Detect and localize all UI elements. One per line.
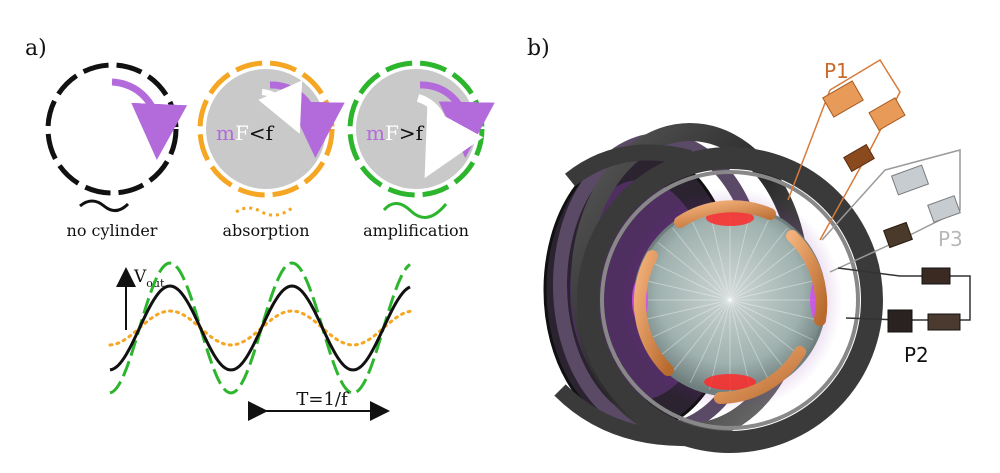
field-line xyxy=(657,299,731,358)
p3-component xyxy=(927,195,961,223)
field-line xyxy=(709,299,731,390)
probe-label-p2: P2 xyxy=(904,343,929,367)
bottom-lobe xyxy=(554,384,691,447)
green-wave-icon xyxy=(382,202,448,219)
p3-wire xyxy=(821,149,961,273)
p2-component xyxy=(887,309,913,333)
p3-component xyxy=(890,164,930,196)
copper-coils xyxy=(633,200,828,404)
field-line xyxy=(729,227,788,301)
copper-coil-left xyxy=(633,250,674,376)
field-line xyxy=(672,227,731,301)
front-outer-ring xyxy=(577,147,883,453)
purple-rotation-arrow-icon xyxy=(111,78,188,160)
field-line xyxy=(729,210,751,301)
field-line xyxy=(729,299,788,373)
field-line xyxy=(729,299,771,384)
field-line xyxy=(646,259,731,301)
copper-coil-right xyxy=(786,230,828,326)
black-wave-icon xyxy=(79,199,130,212)
probe-label-p1: P1 xyxy=(824,59,849,83)
circle-amplification: mF>f amplification xyxy=(347,60,495,240)
p1-component xyxy=(843,143,875,173)
field-line xyxy=(729,299,814,341)
field-line xyxy=(729,299,751,390)
formula-absorption: mF<f xyxy=(216,121,275,145)
top-lobe xyxy=(565,144,692,187)
p2-component xyxy=(927,313,961,331)
probe-label-p3: P3 xyxy=(938,227,963,251)
front-ring-rim xyxy=(600,170,860,430)
p2-component xyxy=(921,267,951,285)
field-line xyxy=(689,216,731,301)
field-line xyxy=(689,299,731,384)
orange-dotted-wave-icon xyxy=(235,206,293,217)
formula-amplification: mF>f xyxy=(366,121,425,145)
white-rotation-arrow-icon xyxy=(416,94,484,179)
field-line xyxy=(729,259,814,301)
field-line xyxy=(646,299,731,341)
field-line xyxy=(709,210,731,301)
p1-component xyxy=(868,97,906,131)
circle-no-cylinder: no cylinder xyxy=(45,62,188,240)
field-line xyxy=(729,279,820,301)
circle-absorption: mF<f absorption xyxy=(197,60,345,240)
field-line xyxy=(640,279,731,301)
field-line xyxy=(729,299,820,321)
red-hotspot-bottom xyxy=(704,374,756,390)
field-lines xyxy=(638,208,822,392)
field-line xyxy=(640,299,731,321)
caption-absorption: absorption xyxy=(223,221,310,240)
period-label: T=1/f xyxy=(296,389,349,410)
probe-circuits: P1 P3 P2 xyxy=(787,58,971,367)
wave-plot: Vout T=1/f xyxy=(108,261,412,421)
field-line xyxy=(729,299,803,358)
field-line xyxy=(729,242,803,301)
field-line xyxy=(729,216,771,301)
apparatus-illustration xyxy=(543,123,883,453)
red-hotspot-top xyxy=(706,210,754,226)
caption-amplification: amplification xyxy=(363,221,469,240)
panel-a-label: a) xyxy=(25,36,47,61)
p1-component xyxy=(822,80,864,118)
white-rotation-arrow-icon xyxy=(258,80,303,134)
field-line xyxy=(672,299,731,373)
field-line xyxy=(657,242,731,301)
p3-component xyxy=(883,221,913,249)
copper-coil-top xyxy=(674,200,776,228)
caption-no-cylinder: no cylinder xyxy=(67,221,158,240)
copper-coil-bottom xyxy=(714,346,806,404)
reference-wave-line xyxy=(109,284,411,372)
panel-b-label: b) xyxy=(527,36,550,61)
